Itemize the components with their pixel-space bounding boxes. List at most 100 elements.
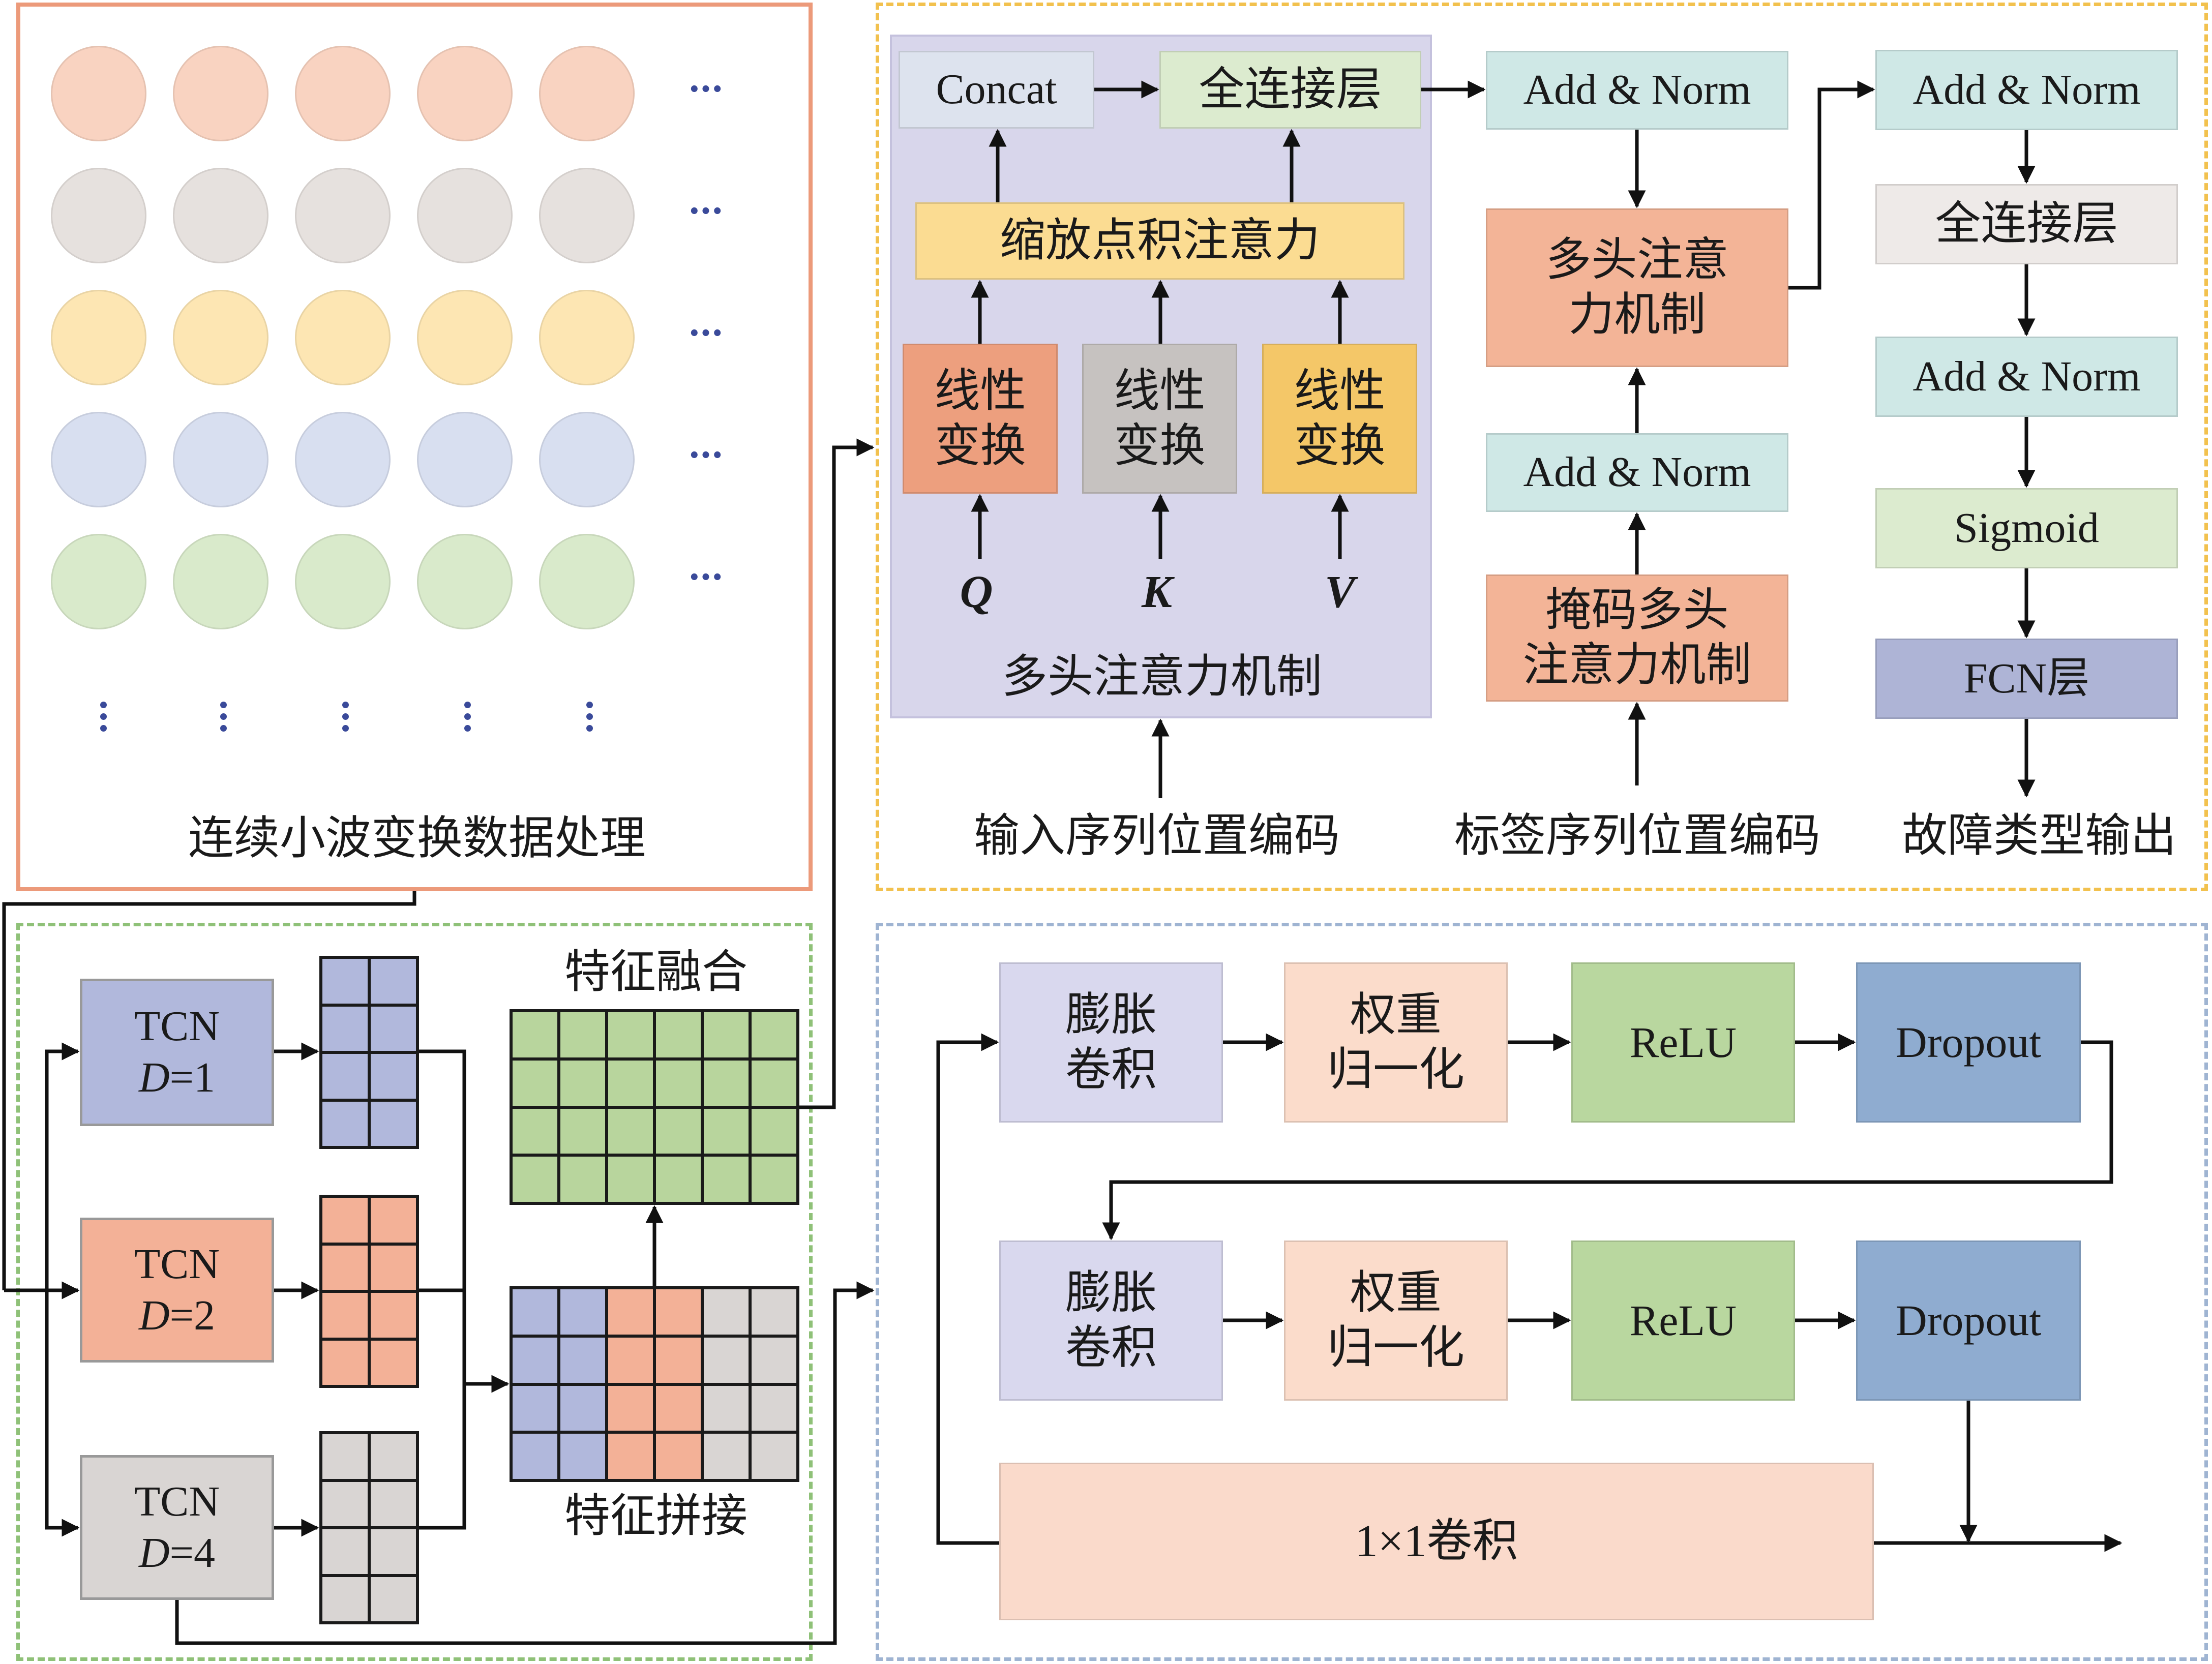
matrix-cell <box>322 959 368 1004</box>
linear-transform-v: 线性 变换 <box>1262 344 1417 494</box>
dilated-conv-1-line1: 膨胀 <box>1065 989 1157 1040</box>
tcn-d2-dilation: D=2 <box>139 1290 215 1342</box>
cwt-coefficient-dot <box>417 168 513 263</box>
dropout-box-1: Dropout <box>1856 962 2081 1123</box>
cwt-coefficient-dot <box>539 412 635 507</box>
cwt-coefficient-dot <box>51 412 146 507</box>
masked-mha-line1: 掩码多头 <box>1545 585 1729 636</box>
matrix-cell <box>704 1434 749 1479</box>
matrix-cell <box>608 1012 653 1057</box>
matrix-cell <box>371 1101 416 1146</box>
column-ellipsis-5 <box>586 702 593 732</box>
cwt-coefficient-dot <box>417 412 513 507</box>
matrix-cell <box>371 1340 416 1385</box>
row-ellipsis-3: ··· <box>687 311 724 355</box>
cwt-title: 连续小波变换数据处理 <box>188 813 646 864</box>
cwt-coefficient-dot <box>539 290 635 385</box>
matrix-cell <box>322 1054 368 1099</box>
tcn-d4-dilation: D=4 <box>139 1528 215 1579</box>
fc-layer-box-decoder: 全连接层 <box>1875 184 2178 264</box>
value-label: V <box>1324 567 1356 617</box>
matrix-cell <box>371 1198 416 1243</box>
matrix-cell <box>322 1245 368 1290</box>
arrow-dropout1-to-dilated2 <box>1102 1040 2113 1241</box>
matrix-cell <box>322 1577 368 1621</box>
matrix-cell <box>322 1293 368 1338</box>
tcn-d4-d-symbol: D <box>138 1529 170 1577</box>
arrow-d4-to-tcn-block <box>175 1281 875 1645</box>
dilated-conv-2-line2: 卷积 <box>1065 1322 1157 1373</box>
matrix-cell <box>322 1481 368 1526</box>
cwt-coefficient-dot <box>173 290 268 385</box>
tcn-d1-d-symbol: D <box>138 1054 170 1101</box>
matrix-cell <box>656 1012 701 1057</box>
cwt-coefficient-dot <box>51 46 146 141</box>
matrix-cell <box>752 1157 796 1202</box>
matrix-cell <box>752 1108 796 1154</box>
connector-d1-to-concat <box>419 1049 466 1384</box>
multi-head-attention-line2: 力机制 <box>1568 290 1706 340</box>
matrix-cell <box>371 1529 416 1574</box>
arrow-mha-to-add-norm-right <box>1788 80 1875 290</box>
cwt-coefficient-dot <box>173 412 268 507</box>
cwt-coefficient-dot <box>51 168 146 263</box>
cwt-coefficient-dot <box>51 290 146 385</box>
tcn-d1-name: TCN <box>134 1003 220 1050</box>
tcn-d4-feature-matrix <box>319 1431 419 1624</box>
matrix-cell <box>704 1157 749 1202</box>
multi-head-attention-line1: 多头注意 <box>1545 235 1729 285</box>
matrix-cell <box>322 1340 368 1385</box>
matrix-cell <box>560 1012 605 1057</box>
matrix-cell <box>752 1337 796 1383</box>
linear-transform-q-line1: 线性 <box>934 366 1026 416</box>
relu-box-2: ReLU <box>1571 1241 1795 1401</box>
sigmoid-box: Sigmoid <box>1875 488 2178 568</box>
column-ellipsis-4 <box>464 702 471 732</box>
cwt-coefficient-dot <box>173 534 268 629</box>
tcn-d1-box: TCN D=1 <box>80 979 274 1126</box>
cwt-coefficient-dot <box>173 46 268 141</box>
matrix-cell <box>560 1108 605 1154</box>
multi-head-attention-box: 多头注意 力机制 <box>1486 208 1788 367</box>
column-ellipsis-3 <box>342 702 349 732</box>
tcn-d4-value: =4 <box>169 1529 216 1577</box>
matrix-cell <box>513 1434 557 1479</box>
matrix-cell <box>371 1577 416 1621</box>
weight-norm-box-2: 权重 归一化 <box>1284 1241 1508 1401</box>
cwt-coefficient-dot <box>51 534 146 629</box>
matrix-cell <box>513 1108 557 1154</box>
tcn-d2-box: TCN D=2 <box>80 1218 274 1363</box>
tcn-block-region-frame <box>876 923 2208 1661</box>
matrix-cell <box>560 1157 605 1202</box>
matrix-cell <box>371 959 416 1004</box>
input-sequence-position-encoding: 输入序列位置编码 <box>974 811 1340 861</box>
cwt-coefficient-dot <box>173 168 268 263</box>
cwt-coefficient-dot <box>539 534 635 629</box>
matrix-cell <box>513 1060 557 1106</box>
cwt-coefficient-dot <box>295 290 391 385</box>
row-ellipsis-4: ··· <box>687 433 724 477</box>
cwt-coefficient-dot <box>539 168 635 263</box>
row-ellipsis-5: ··· <box>687 555 724 599</box>
dilated-conv-box-1: 膨胀 卷积 <box>999 962 1223 1123</box>
linear-transform-v-line1: 线性 <box>1294 366 1386 416</box>
matrix-cell <box>704 1012 749 1057</box>
masked-mha-line2: 注意力机制 <box>1522 640 1752 690</box>
conv-1x1-box: 1×1卷积 <box>999 1463 1874 1620</box>
arrow-feed-tcn-d4 <box>45 1290 80 1537</box>
tcn-d2-name: TCN <box>134 1240 220 1288</box>
matrix-cell <box>322 1006 368 1051</box>
matrix-cell <box>608 1337 653 1383</box>
matrix-cell <box>371 1245 416 1290</box>
query-label: Q <box>960 567 993 617</box>
cwt-coefficient-dot <box>295 412 391 507</box>
cwt-region-frame <box>16 3 813 891</box>
relu-box-1: ReLU <box>1571 962 1795 1123</box>
matrix-cell <box>704 1385 749 1431</box>
matrix-cell <box>656 1434 701 1479</box>
matrix-cell <box>608 1434 653 1479</box>
linear-transform-k-line1: 线性 <box>1114 366 1206 416</box>
column-ellipsis-2 <box>220 702 227 732</box>
add-norm-box-top: Add & Norm <box>1486 51 1788 130</box>
